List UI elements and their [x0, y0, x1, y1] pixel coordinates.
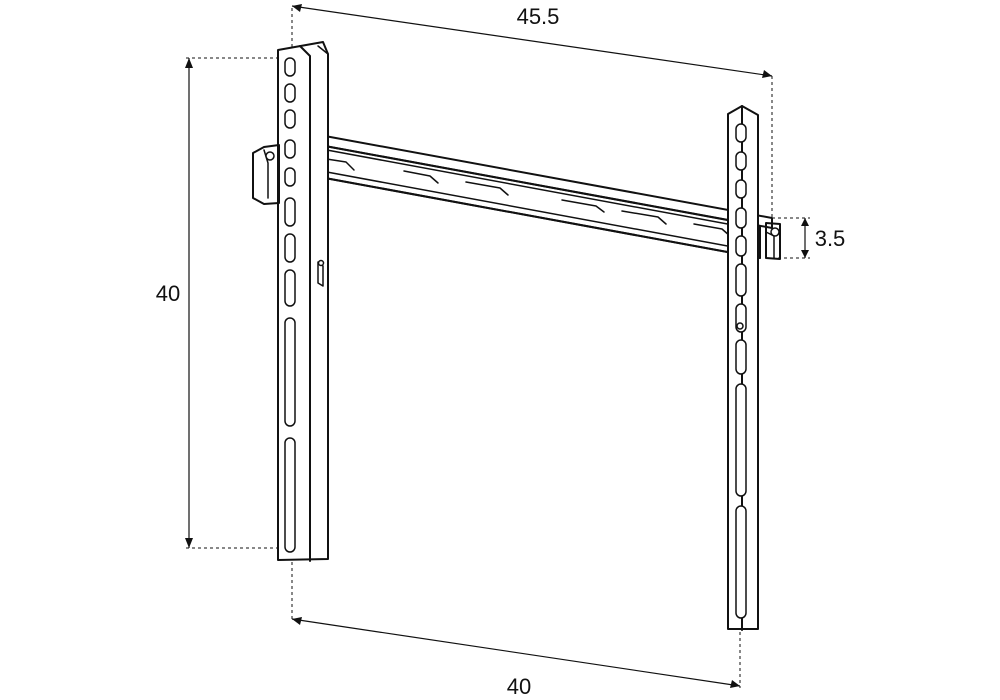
right-slot-4 — [735, 207, 747, 229]
right-slot-6 — [735, 263, 747, 297]
left-slot-5 — [284, 167, 296, 187]
right-slot-2 — [735, 151, 747, 171]
left-slot-3 — [284, 109, 296, 129]
left-slot-2 — [284, 83, 296, 103]
right-slot-10 — [735, 505, 747, 619]
left-height-label: 40 — [156, 281, 180, 306]
rail-bottom-edge — [313, 175, 761, 259]
top-width-label: 45.5 — [517, 4, 560, 29]
left-slot-7 — [284, 233, 296, 263]
rail-slot-5 — [621, 210, 667, 225]
right-hook-screw — [770, 227, 780, 237]
rail-slot-4 — [561, 199, 605, 213]
left-height-arrow-bottom — [185, 538, 193, 548]
right-slot-9 — [735, 383, 747, 497]
left-hook — [252, 144, 280, 205]
left-arm-fold — [299, 45, 311, 562]
bottom-width-dimension-line — [291, 618, 741, 687]
right-slot-3 — [735, 179, 747, 199]
bottom-width-arrow-right — [730, 680, 740, 688]
left-slot-9 — [284, 317, 296, 427]
left-slot-8 — [284, 269, 296, 307]
left-hook-screw — [265, 151, 275, 161]
rail-front-face — [313, 143, 761, 259]
rail-slot-2 — [403, 170, 439, 184]
rail-lower-lip — [315, 169, 761, 253]
left-vertical-arm — [252, 41, 329, 562]
depth-label: 3.5 — [815, 226, 846, 251]
left-slot-6 — [284, 197, 296, 227]
left-slot-4 — [284, 139, 296, 159]
left-height-arrow-top — [185, 58, 193, 68]
bottom-width-label: 40 — [507, 674, 531, 699]
left-slot-10 — [284, 437, 296, 553]
top-width-arrow-right — [762, 70, 772, 78]
top-width-arrow-left — [292, 4, 302, 12]
rail-slot-3 — [465, 181, 509, 196]
rail-upper-lip — [315, 147, 761, 231]
bottom-width-arrow-left — [292, 617, 302, 625]
left-hook-inner — [263, 149, 269, 199]
rail-top-edge — [313, 133, 773, 229]
top-width-dimension-line — [291, 5, 773, 77]
depth-arrow-top — [801, 218, 809, 226]
right-latch-screw — [736, 322, 744, 330]
right-slot-5 — [735, 235, 747, 257]
left-latch-screw — [317, 259, 325, 267]
dimension-labels: 45.5 40 3.5 40 — [156, 4, 846, 699]
right-slot-1 — [735, 123, 747, 143]
right-slot-8 — [735, 339, 747, 375]
rail-slot-6 — [693, 223, 731, 237]
right-hook — [765, 222, 781, 260]
wall-rail — [313, 133, 773, 259]
left-arm-top-bevel — [317, 45, 329, 55]
right-vertical-arm — [727, 105, 781, 631]
dimension-lines — [185, 4, 809, 688]
depth-arrow-bottom — [801, 250, 809, 258]
left-slot-1 — [284, 57, 296, 77]
